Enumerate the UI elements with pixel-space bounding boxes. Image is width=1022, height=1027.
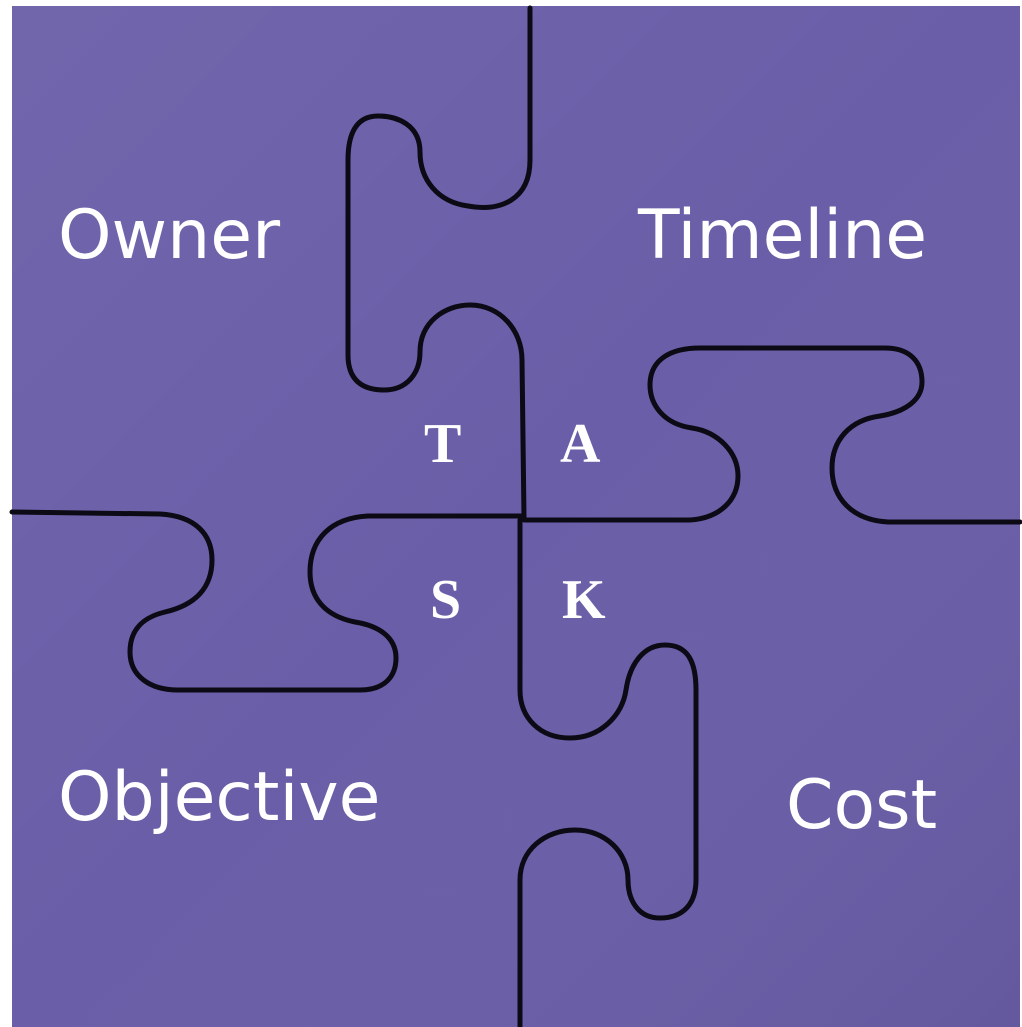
label-objective: Objective: [58, 758, 380, 837]
seam-bottom: [517, 517, 699, 1027]
letter-s: S: [430, 569, 461, 631]
letter-t: T: [424, 413, 461, 475]
seam-right: [521, 345, 1022, 525]
seam-left: [9, 509, 527, 693]
label-cost: Cost: [786, 766, 937, 845]
label-timeline: Timeline: [637, 196, 927, 275]
seam-top: [345, 5, 533, 521]
letter-k: K: [562, 569, 606, 631]
label-owner: Owner: [58, 196, 280, 275]
letter-a: A: [560, 413, 601, 475]
